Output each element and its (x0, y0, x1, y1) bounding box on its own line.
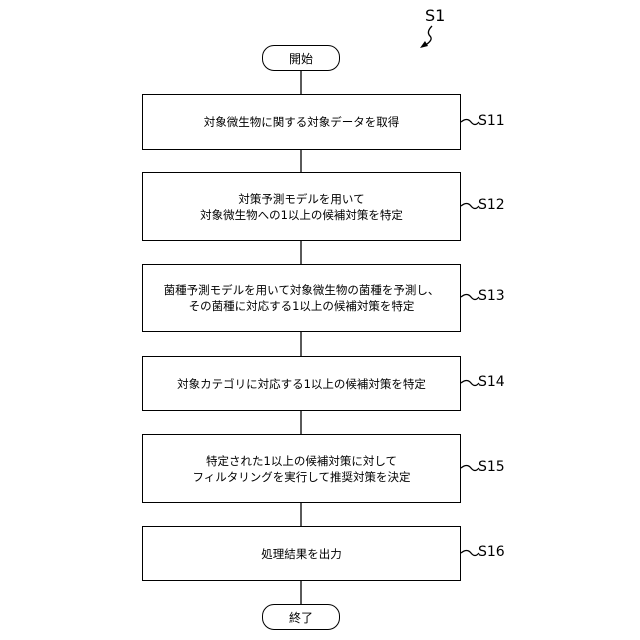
step-s12-line-2: 対象微生物への1以上の候補対策を特定 (200, 207, 403, 223)
end-label: 終了 (289, 609, 313, 626)
step-s12-box: 対策予測モデルを用いて 対象微生物への1以上の候補対策を特定 (142, 172, 461, 241)
leader-s12 (461, 204, 479, 209)
step-s15-box: 特定された1以上の候補対策に対して フィルタリングを実行して推奨対策を決定 (142, 434, 461, 503)
step-s13-label: S13 (478, 288, 505, 304)
start-label: 開始 (289, 50, 313, 67)
step-s15-line-2: フィルタリングを実行して推奨対策を決定 (193, 469, 411, 485)
step-s16-label: S16 (478, 544, 505, 560)
end-terminal: 終了 (262, 604, 340, 630)
leader-s11 (461, 120, 479, 125)
step-s14-label: S14 (478, 374, 505, 390)
step-s11-box: 対象微生物に関する対象データを取得 (142, 94, 461, 150)
step-s15-line-1: 特定された1以上の候補対策に対して (206, 453, 397, 469)
step-s12-label: S12 (478, 197, 505, 213)
step-s13-line-1: 菌種予測モデルを用いて対象微生物の菌種を予測し、 (164, 282, 440, 298)
leader-s15 (461, 466, 479, 471)
step-s11-line-1: 対象微生物に関する対象データを取得 (204, 114, 400, 130)
step-s13-box: 菌種予測モデルを用いて対象微生物の菌種を予測し、 その菌種に対応する1以上の候補… (142, 264, 461, 332)
leader-s16 (461, 551, 479, 556)
figure-label: S1 (425, 6, 445, 25)
step-s12-line-1: 対策予測モデルを用いて (238, 191, 364, 207)
step-s14-line-1: 対象カテゴリに対応する1以上の候補対策を特定 (177, 376, 426, 392)
step-s15-label: S15 (478, 459, 505, 475)
step-s16-box: 処理結果を出力 (142, 526, 461, 581)
figure-pointer-arrowhead (420, 41, 428, 48)
step-s16-line-1: 処理結果を出力 (261, 546, 342, 562)
step-s11-label: S11 (478, 113, 505, 129)
leader-s13 (461, 295, 479, 300)
step-s13-line-2: その菌種に対応する1以上の候補対策を特定 (189, 298, 415, 314)
start-terminal: 開始 (262, 45, 340, 71)
leader-s14 (461, 381, 479, 386)
step-s14-box: 対象カテゴリに対応する1以上の候補対策を特定 (142, 356, 461, 411)
